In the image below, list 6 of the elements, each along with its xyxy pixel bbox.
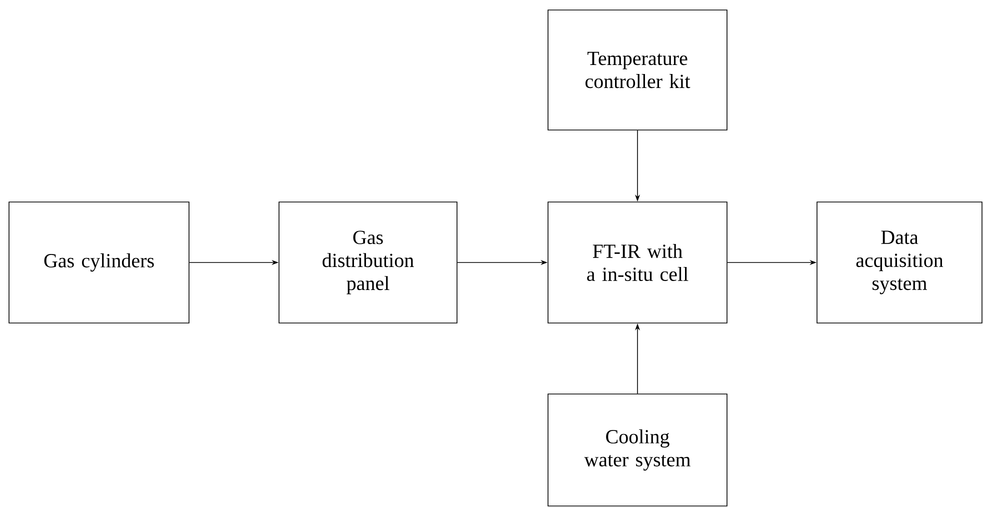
process-box: Cooling water system [548, 394, 728, 506]
process-box: Gas cylinders [8, 202, 190, 324]
process-box: FT-IR with a in-situ cell [548, 202, 728, 324]
process-box: Data acquisition system [816, 202, 982, 324]
process-box: Temperature controller kit [548, 10, 728, 130]
process-box: Gas distribution panel [278, 202, 458, 324]
